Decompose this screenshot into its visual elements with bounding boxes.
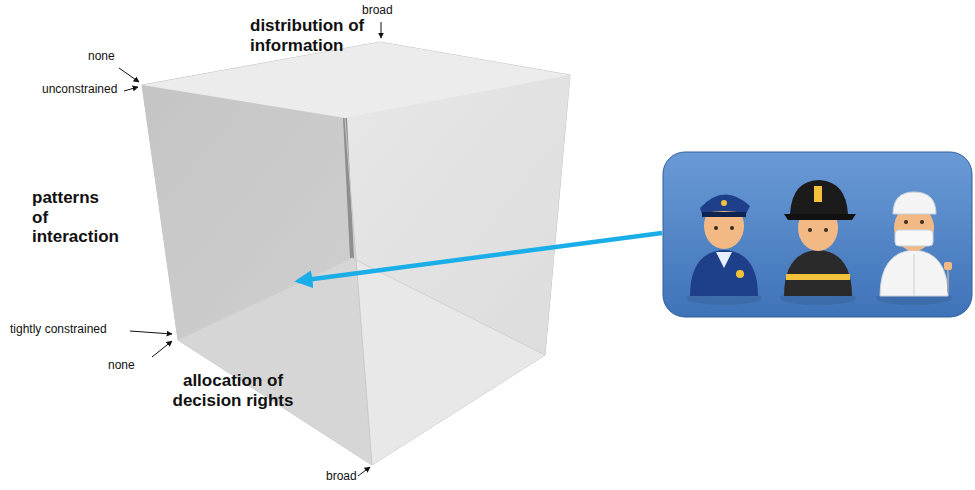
firefighter-icon bbox=[780, 180, 856, 305]
axis-title: allocation of decision rights bbox=[158, 371, 308, 410]
leader-arrows bbox=[119, 22, 381, 476]
surgeon-icon bbox=[876, 192, 952, 305]
axis-end-label: none bbox=[108, 359, 135, 373]
axis-end-label: unconstrained bbox=[42, 83, 117, 97]
axis-end-label: none bbox=[88, 50, 115, 64]
axis-end-label: broad bbox=[326, 470, 357, 484]
axis-title: distribution of information bbox=[250, 16, 375, 55]
axis-end-label: broad bbox=[362, 4, 393, 18]
people-panel bbox=[663, 152, 972, 317]
pointer-arrow bbox=[298, 233, 662, 281]
axis-end-label: tightly constrained bbox=[10, 323, 107, 337]
police-icon bbox=[686, 194, 762, 305]
axis-title: patterns of interaction bbox=[32, 188, 119, 247]
